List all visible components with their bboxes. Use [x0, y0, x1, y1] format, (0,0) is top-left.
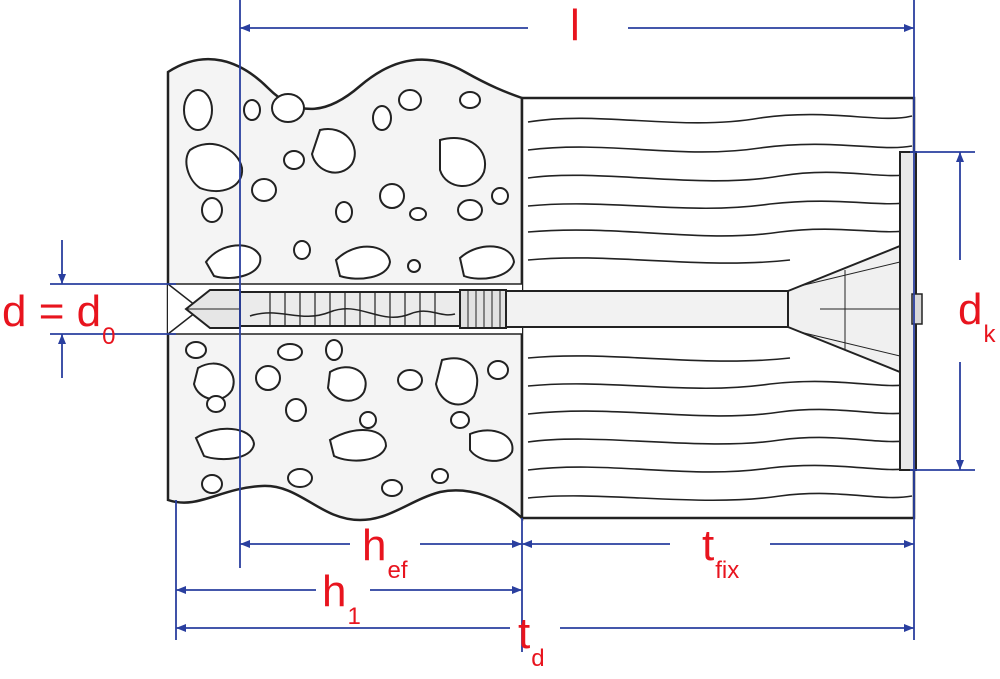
label-d-equals-d0: d = d0	[2, 287, 116, 350]
frame-anchor	[184, 151, 923, 471]
label-l: l	[570, 1, 580, 50]
label-tfix: tfix	[702, 521, 740, 584]
label-dk: dk	[958, 285, 996, 348]
dimension-lines	[50, 0, 975, 652]
label-h1: h1	[322, 567, 361, 630]
label-td: td	[518, 609, 545, 672]
label-hef: hef	[362, 521, 408, 584]
